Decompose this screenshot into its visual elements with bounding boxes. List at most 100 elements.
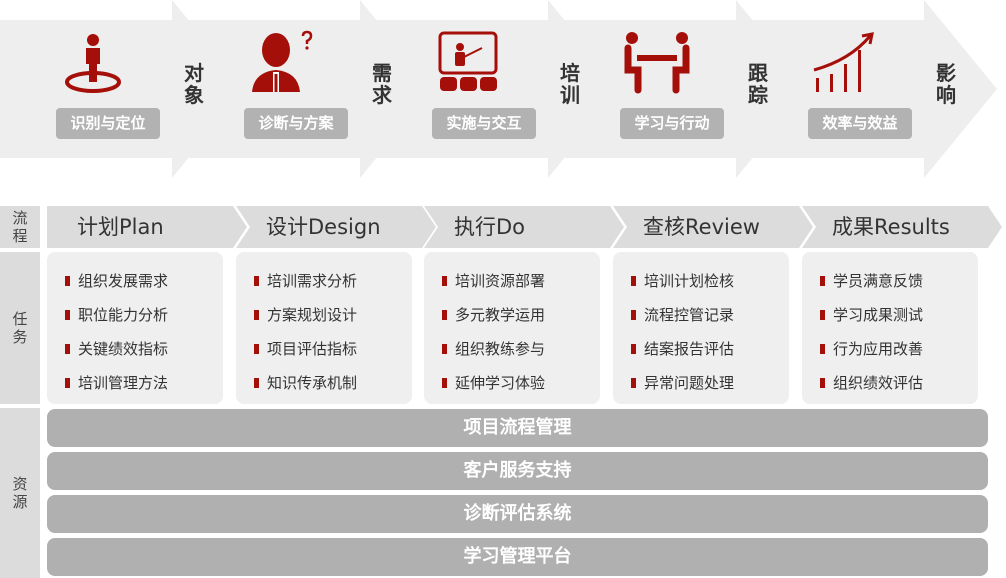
task-item: 关键绩效指标 <box>65 332 223 366</box>
task-item: 知识传承机制 <box>254 366 412 400</box>
task-text: 学习成果测试 <box>833 306 924 324</box>
row-label-text: 资源 <box>12 475 28 511</box>
stage-connector: 对象 <box>184 61 204 107</box>
bullet-icon <box>631 276 636 286</box>
phase-task-card: 学员满意反馈学习成果测试行为应用改善组织绩效评估 <box>802 252 978 404</box>
task-text: 行为应用改善 <box>833 340 924 358</box>
task-item: 结案报告评估 <box>631 332 789 366</box>
bullet-icon <box>631 344 636 354</box>
bullet-icon <box>442 344 447 354</box>
task-item: 方案规划设计 <box>254 298 412 332</box>
resource-bar: 学习管理平台 <box>47 538 988 576</box>
task-text: 职位能力分析 <box>78 306 169 324</box>
bullet-icon <box>254 344 259 354</box>
task-text: 组织发展需求 <box>78 272 169 290</box>
resource-bar: 客户服务支持 <box>47 452 988 490</box>
stage-label: 学习与行动 <box>620 108 724 139</box>
task-text: 流程控管记录 <box>644 306 735 324</box>
task-text: 方案规划设计 <box>267 306 358 324</box>
task-text: 知识传承机制 <box>267 374 358 392</box>
phase-task-card: 培训计划检核流程控管记录结案报告评估异常问题处理 <box>613 252 789 404</box>
bullet-icon <box>820 344 825 354</box>
flow-stage: 实施与交互 培训 <box>376 0 621 178</box>
row-label-process: 流程 <box>0 206 40 248</box>
bullet-icon <box>820 276 825 286</box>
person-question-icon <box>246 30 316 94</box>
task-text: 培训计划检核 <box>644 272 735 290</box>
bullet-icon <box>65 378 70 388</box>
bullet-icon <box>442 276 447 286</box>
task-text: 异常问题处理 <box>644 374 735 392</box>
bullet-icon <box>254 378 259 388</box>
row-label-text: 任务 <box>12 310 28 346</box>
task-item: 组织发展需求 <box>65 264 223 298</box>
bullet-icon <box>254 276 259 286</box>
task-text: 培训管理方法 <box>78 374 169 392</box>
bullet-icon <box>65 344 70 354</box>
meeting-table-icon <box>622 30 692 94</box>
phase-header: 查核Review <box>613 206 813 248</box>
task-item: 多元教学运用 <box>442 298 600 332</box>
task-text: 延伸学习体验 <box>455 374 546 392</box>
row-label-tasks: 任务 <box>0 252 40 404</box>
task-item: 异常问题处理 <box>631 366 789 400</box>
task-item: 项目评估指标 <box>254 332 412 366</box>
bullet-icon <box>442 310 447 320</box>
task-text: 项目评估指标 <box>267 340 358 358</box>
task-text: 多元教学运用 <box>455 306 546 324</box>
task-text: 关键绩效指标 <box>78 340 169 358</box>
task-item: 职位能力分析 <box>65 298 223 332</box>
stage-label: 识别与定位 <box>56 108 160 139</box>
task-item: 行为应用改善 <box>820 332 978 366</box>
person-target-icon <box>58 30 128 94</box>
bullet-icon <box>65 276 70 286</box>
task-text: 结案报告评估 <box>644 340 735 358</box>
task-item: 学员满意反馈 <box>820 264 978 298</box>
flow-stage: 效率与效益 影响 <box>752 0 997 178</box>
task-text: 组织教练参与 <box>455 340 546 358</box>
bullet-icon <box>631 378 636 388</box>
bullet-icon <box>631 310 636 320</box>
stage-label: 实施与交互 <box>432 108 536 139</box>
resource-bar: 诊断评估系统 <box>47 495 988 533</box>
task-text: 培训需求分析 <box>267 272 358 290</box>
resource-bar: 项目流程管理 <box>47 409 988 447</box>
phase-task-card: 组织发展需求职位能力分析关键绩效指标培训管理方法 <box>47 252 223 404</box>
task-text: 学员满意反馈 <box>833 272 924 290</box>
stage-connector: 影响 <box>936 61 956 107</box>
task-item: 延伸学习体验 <box>442 366 600 400</box>
bullet-icon <box>65 310 70 320</box>
task-item: 组织绩效评估 <box>820 366 978 400</box>
phase-header: 计划Plan <box>47 206 247 248</box>
stage-connector: 需求 <box>372 61 392 107</box>
presentation-board-icon <box>434 30 504 94</box>
flow-stage: 学习与行动 跟踪 <box>564 0 809 178</box>
stage-connector: 培训 <box>560 61 580 107</box>
task-text: 培训资源部署 <box>455 272 546 290</box>
flow-stage: 诊断与方案 需求 <box>188 0 433 178</box>
row-label-text: 流程 <box>12 209 28 245</box>
task-item: 培训管理方法 <box>65 366 223 400</box>
growth-chart-icon <box>810 30 880 94</box>
task-item: 培训计划检核 <box>631 264 789 298</box>
flow-stage: 识别与定位 对象 <box>0 0 245 178</box>
bullet-icon <box>254 310 259 320</box>
task-item: 学习成果测试 <box>820 298 978 332</box>
bullet-icon <box>820 378 825 388</box>
task-item: 培训需求分析 <box>254 264 412 298</box>
task-item: 培训资源部署 <box>442 264 600 298</box>
phase-task-card: 培训资源部署多元教学运用组织教练参与延伸学习体验 <box>424 252 600 404</box>
stage-connector: 跟踪 <box>748 61 768 107</box>
bullet-icon <box>820 310 825 320</box>
row-label-resources: 资源 <box>0 408 40 578</box>
stage-label: 效率与效益 <box>808 108 912 139</box>
task-item: 流程控管记录 <box>631 298 789 332</box>
bullet-icon <box>442 378 447 388</box>
phase-header: 成果Results <box>802 206 1002 248</box>
task-item: 组织教练参与 <box>442 332 600 366</box>
stage-label: 诊断与方案 <box>244 108 348 139</box>
phase-header: 执行Do <box>424 206 624 248</box>
phase-task-card: 培训需求分析方案规划设计项目评估指标知识传承机制 <box>236 252 412 404</box>
phase-header: 设计Design <box>236 206 436 248</box>
task-text: 组织绩效评估 <box>833 374 924 392</box>
